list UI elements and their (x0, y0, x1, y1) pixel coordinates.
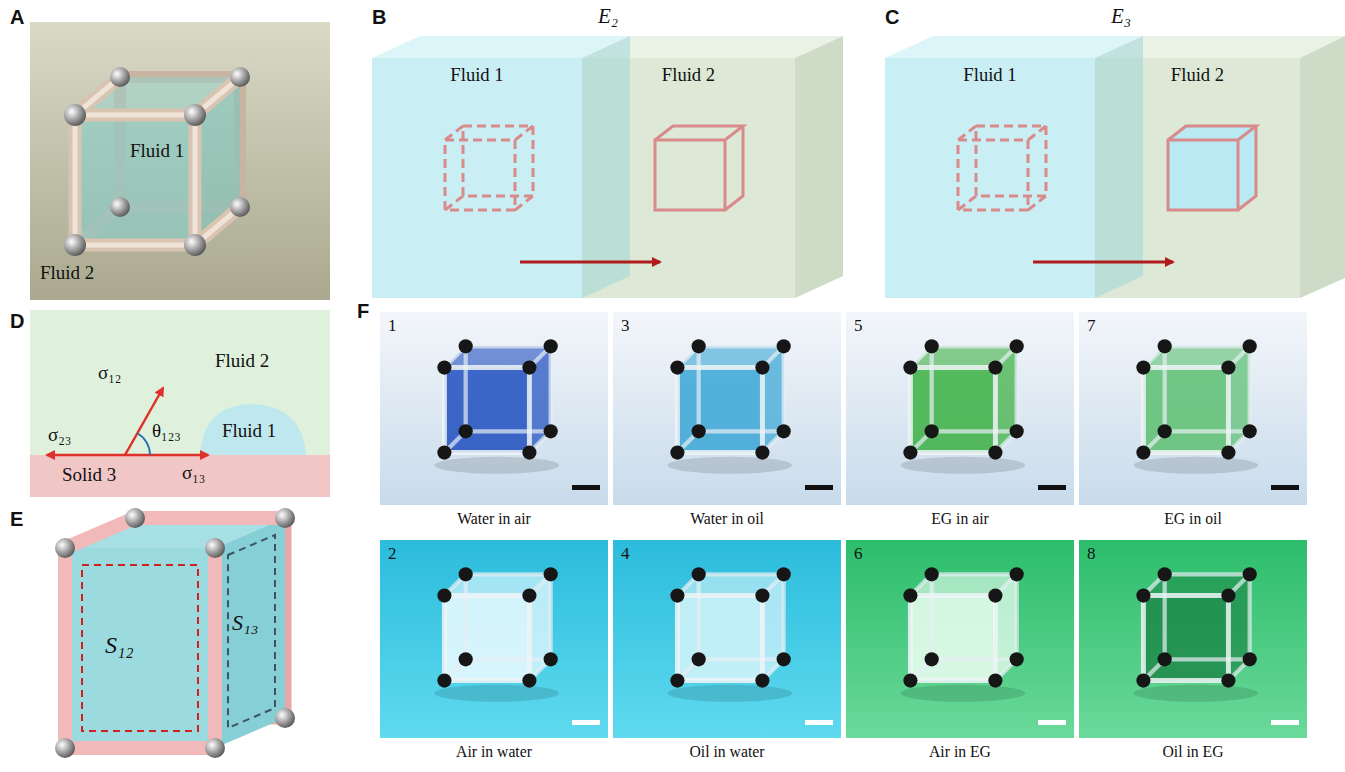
tension-label: σ₁₃ (182, 462, 206, 484)
photo-panel: 6Air in EG (846, 540, 1074, 738)
panel-number: 1 (388, 316, 397, 336)
area-label: S₁₂ (105, 632, 134, 660)
region-label: Fluid 1 (372, 58, 582, 86)
panel-letter: C (885, 6, 899, 29)
panel-caption: EG in air (846, 510, 1074, 528)
panel-number: 3 (621, 316, 630, 336)
energy-label: E₂ (598, 4, 618, 28)
panel-caption: Water in oil (613, 510, 841, 528)
panel-caption: Air in water (380, 743, 608, 761)
region-label: Fluid 2 (1095, 58, 1300, 86)
panel-letter: E (10, 508, 23, 531)
fluid-region: Fluid 2 (582, 58, 795, 298)
panel-caption: EG in oil (1079, 510, 1307, 528)
panel-caption: Oil in water (613, 743, 841, 761)
panel-letter: D (10, 310, 24, 333)
tension-label: σ₂₃ (48, 424, 72, 446)
region-label: Fluid 2 (582, 58, 795, 86)
photo-panel: 7EG in oil (1079, 312, 1307, 505)
panel-number: 4 (621, 544, 630, 564)
tension-label: σ₁₂ (98, 362, 122, 384)
photo-panel: 3Water in oil (613, 312, 841, 505)
fluid-region: Fluid 1 (885, 58, 1095, 298)
panel-letter: A (10, 6, 24, 29)
panel-caption: Air in EG (846, 743, 1074, 761)
photo-panel: 4Oil in water (613, 540, 841, 738)
region-label: Fluid 2 (215, 350, 269, 372)
photo-panel: 1Water in air (380, 312, 608, 505)
region-label: Fluid 2 (40, 262, 94, 284)
panel-number: 5 (854, 316, 863, 336)
panel-caption: Water in air (380, 510, 608, 528)
area-label: S₁₃ (232, 610, 258, 635)
panel-number: 7 (1087, 316, 1096, 336)
region-label: Solid 3 (62, 464, 116, 486)
energy-label: E₃ (1111, 4, 1131, 28)
panel-number: 6 (854, 544, 863, 564)
region-label: Fluid 1 (130, 140, 184, 162)
panel-caption: Oil in EG (1079, 743, 1307, 761)
panel-number: 2 (388, 544, 397, 564)
angle-label: θ₁₂₃ (152, 420, 181, 442)
region-label: Fluid 1 (885, 58, 1095, 86)
photo-panel: 8Oil in EG (1079, 540, 1307, 738)
photo-panel: 5EG in air (846, 312, 1074, 505)
fluid-region: Fluid 1 (372, 58, 582, 298)
panel-number: 8 (1087, 544, 1096, 564)
fluid-region: Fluid 2 (1095, 58, 1300, 298)
panel-letter: B (372, 6, 386, 29)
region-label: Fluid 1 (222, 420, 276, 442)
photo-panel: 2Air in water (380, 540, 608, 738)
panel-letter: F (357, 300, 369, 323)
